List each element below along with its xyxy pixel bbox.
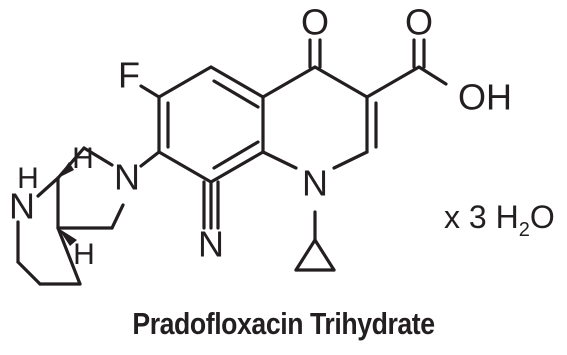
bond — [16, 260, 42, 286]
stereo-wedge — [58, 162, 74, 178]
bond — [110, 203, 125, 230]
atom-label-amine-hydrogen: H — [17, 162, 39, 195]
atom-label-acid-oxygen: O — [405, 2, 433, 43]
atom-label-nitrile-nitrogen: N — [198, 224, 224, 265]
bond — [209, 150, 265, 184]
bond — [36, 176, 60, 198]
bond — [212, 140, 260, 170]
bond — [82, 146, 114, 167]
bond — [209, 65, 265, 99]
bond — [365, 65, 421, 99]
bond — [313, 65, 369, 99]
bond — [261, 65, 317, 99]
bond — [261, 150, 298, 170]
atom-label-amine-nitrogen: N — [9, 186, 35, 227]
atom-label-hydroxyl: OH — [458, 77, 512, 118]
hydrate-subscript: 2 — [519, 219, 530, 241]
bond — [139, 150, 161, 168]
stereo-wedge — [58, 228, 77, 246]
hydrate-prefix: x 3 H — [444, 199, 519, 235]
bond — [139, 84, 161, 99]
atom-label-pyrrolidine-nitrogen: N — [114, 157, 140, 198]
atom-labels: O O OH F N N N N H H H — [9, 2, 512, 271]
hydrate-label: x 3 H2O — [444, 199, 555, 241]
bond — [313, 238, 336, 272]
stereo-wedges — [58, 162, 77, 246]
bonds — [16, 38, 448, 286]
hydrate-suffix: O — [530, 199, 555, 235]
atom-label-keto-oxygen: O — [301, 2, 329, 43]
bond — [212, 79, 260, 109]
bond — [332, 150, 369, 170]
bond — [157, 65, 213, 99]
atom-label-fluorine: F — [118, 55, 140, 96]
bond — [417, 65, 448, 86]
atom-label-quinolone-nitrogen: N — [302, 163, 328, 204]
atom-label-bridgehead-hydrogen-bottom: H — [73, 238, 95, 271]
bond — [56, 226, 82, 286]
atom-label-bridgehead-hydrogen-top: H — [72, 142, 94, 175]
bond — [294, 238, 317, 272]
bond — [157, 150, 213, 184]
compound-name-caption: Pradofloxacin Trihydrate — [132, 306, 435, 341]
